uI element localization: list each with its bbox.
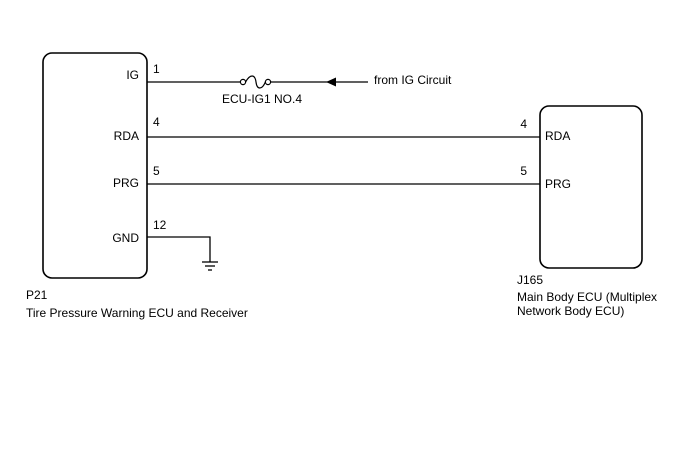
left-component-box (42, 52, 148, 279)
right-component-box (539, 105, 643, 269)
left-pin-number-1: 1 (153, 62, 160, 76)
left-pin-label-gnd: GND (112, 231, 139, 245)
left-pin-number-5: 5 (153, 164, 160, 178)
left-pin-label-rda: RDA (113, 129, 139, 143)
right-component-code: J165 (517, 273, 544, 287)
power-arrow (326, 77, 336, 87)
right-pin-label-prg: PRG (545, 177, 572, 191)
ground-symbol (202, 261, 218, 271)
left-component-name: Tire Pressure Warning ECU and Receiver (26, 306, 248, 320)
fuse-symbol (239, 75, 272, 89)
left-pin-number-12: 12 (153, 218, 167, 232)
right-component-name-line1: Main Body ECU (Multiplex (517, 290, 658, 304)
fuse-label: ECU-IG1 NO.4 (222, 92, 303, 106)
right-pin-number-4: 4 (520, 117, 527, 131)
right-component-name-line2: Network Body ECU) (517, 304, 625, 318)
power-source-label: from IG Circuit (374, 73, 452, 87)
gnd-wire (147, 236, 211, 262)
left-pin-label-ig: IG (126, 68, 139, 82)
left-component-code: P21 (26, 288, 48, 302)
right-pin-label-rda: RDA (545, 129, 571, 143)
left-pin-number-4: 4 (153, 115, 160, 129)
right-pin-number-5: 5 (520, 164, 527, 178)
left-pin-label-prg: PRG (112, 176, 139, 190)
